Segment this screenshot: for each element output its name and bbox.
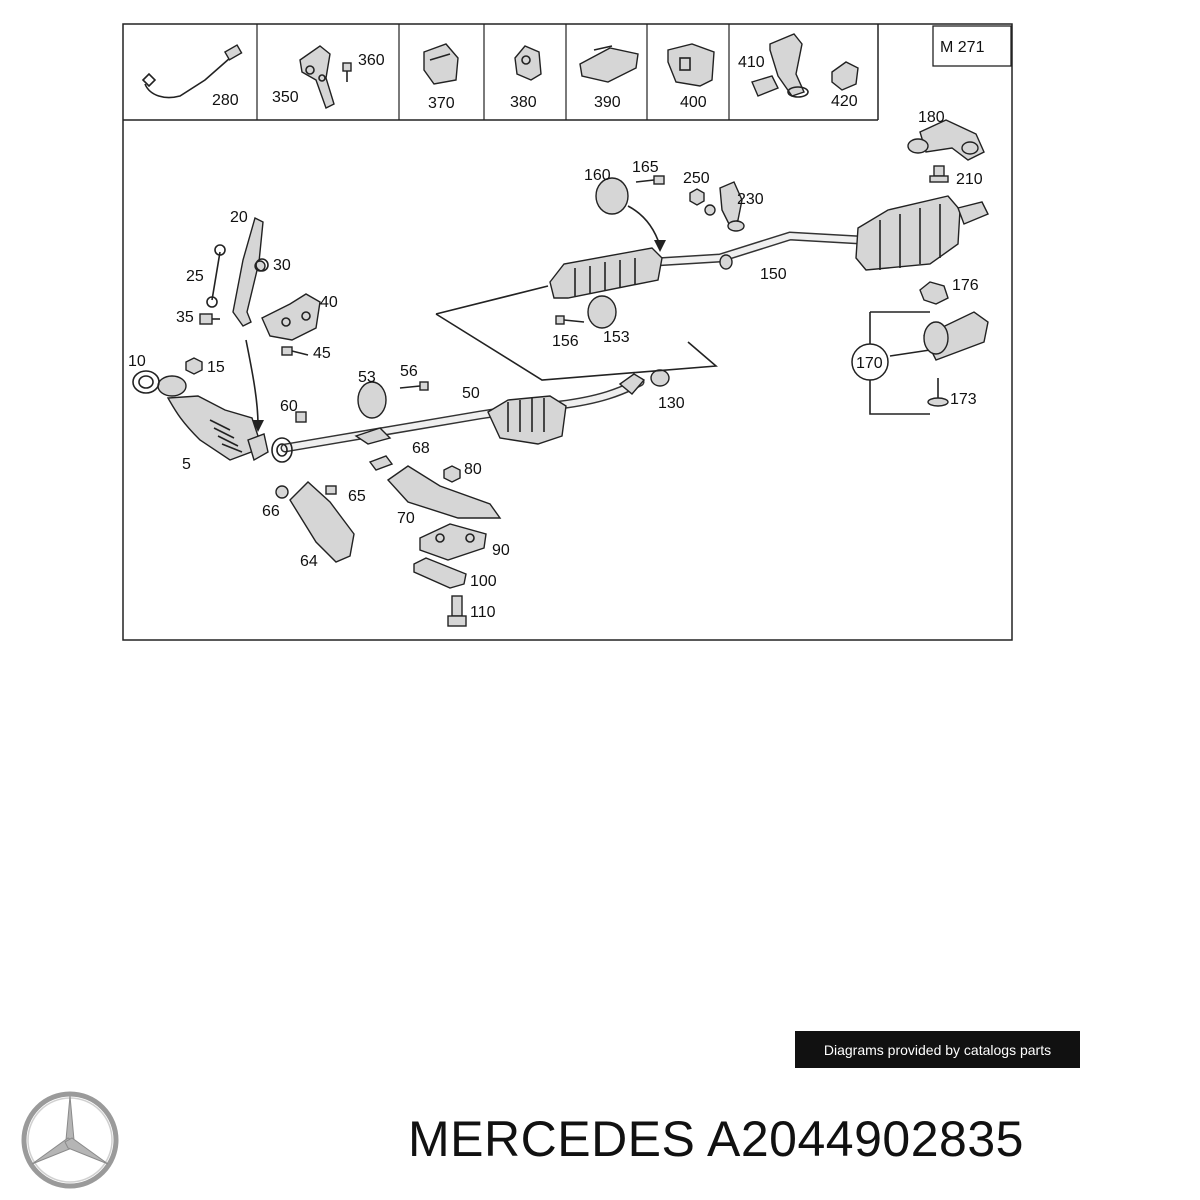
bracket-icon	[299, 45, 335, 109]
clip-icon-176	[919, 281, 949, 305]
callout-130: 130	[658, 395, 685, 412]
callout-173: 173	[950, 391, 977, 408]
engine-bracket	[261, 293, 321, 341]
watermark-text: Diagrams provided by catalogs parts	[823, 1041, 1052, 1058]
bolt-icon-156	[555, 315, 585, 325]
rubber-mount-100	[413, 557, 467, 589]
clip-icon-420	[831, 61, 859, 91]
callout-156: 156	[552, 333, 579, 350]
pointer-arrow	[245, 339, 259, 426]
legend-label-360: 360	[358, 52, 385, 69]
bolt-icon-110	[447, 595, 467, 627]
holder-icon	[667, 43, 715, 87]
legend-label-380: 380	[510, 94, 537, 111]
callout-160: 160	[584, 167, 611, 184]
callout-50: 50	[462, 385, 480, 402]
bracket-icon-410	[751, 33, 809, 98]
model-box	[932, 25, 1012, 67]
rubber-mount-160	[595, 177, 629, 215]
callout-20: 20	[230, 209, 248, 226]
legend-label-280: 280	[212, 92, 239, 109]
clamp-icon	[514, 45, 542, 81]
section-outline	[435, 285, 549, 315]
callout-70: 70	[397, 510, 415, 527]
heat-shield-64	[275, 481, 355, 563]
flange-gasket-icon	[132, 370, 160, 394]
mercedes-star-icon	[21, 1091, 119, 1189]
callout-68: 68	[412, 440, 430, 457]
callout-circle-170	[851, 343, 889, 381]
callout-30: 30	[273, 257, 291, 274]
callout-90: 90	[492, 542, 510, 559]
callout-45: 45	[313, 345, 331, 362]
callout-5: 5	[182, 456, 191, 473]
legend-strip	[123, 24, 879, 121]
watermark-banner: Diagrams provided by catalogs parts	[795, 1031, 1080, 1068]
callout-180: 180	[918, 109, 945, 126]
bracket-icon-390	[579, 45, 639, 83]
callout-210: 210	[956, 171, 983, 188]
callout-35: 35	[176, 309, 194, 326]
callout-25: 25	[186, 268, 204, 285]
screw-icon	[342, 62, 352, 82]
plate-90	[419, 523, 487, 561]
callout-165: 165	[632, 159, 659, 176]
callout-60: 60	[280, 398, 298, 415]
clamp-130	[618, 369, 670, 395]
callout-230: 230	[737, 191, 764, 208]
front-catalytic-converter	[157, 375, 269, 462]
callout-153: 153	[603, 329, 630, 346]
rubber-mount-153	[587, 295, 617, 329]
model-code: M 271	[940, 39, 985, 56]
callout-40: 40	[320, 294, 338, 311]
bolt-icon-210	[929, 165, 949, 183]
callout-65: 65	[348, 488, 366, 505]
bracket-230	[704, 181, 745, 232]
gasket-icon-60	[271, 437, 293, 463]
callout-10: 10	[128, 353, 146, 370]
callout-80: 80	[464, 461, 482, 478]
section-outline-2	[435, 313, 718, 381]
legend-label-420: 420	[831, 93, 858, 110]
callout-110: 110	[470, 604, 496, 621]
callout-64: 64	[300, 553, 318, 570]
callout-15: 15	[207, 359, 225, 376]
oxygen-sensor-icon	[141, 44, 243, 99]
legend-label-400: 400	[680, 94, 707, 111]
callout-150: 150	[760, 266, 787, 283]
pipe-clamp-150	[719, 254, 733, 270]
callout-176: 176	[952, 277, 979, 294]
legend-label-350: 350	[272, 89, 299, 106]
legend-label-410: 410	[738, 54, 765, 71]
callout-53: 53	[358, 369, 376, 386]
rear-silencer	[855, 195, 989, 271]
arrow-head-2	[654, 240, 666, 252]
screw-icon-173	[927, 378, 949, 407]
callout-250: 250	[683, 170, 710, 187]
washer-icon-30	[255, 258, 269, 272]
nut-icon	[185, 357, 203, 375]
pipe-bracket-68	[354, 427, 394, 471]
legend-label-370: 370	[428, 95, 455, 112]
legend-label-390: 390	[594, 94, 621, 111]
clip-icon	[423, 43, 459, 85]
nut-icon-250	[689, 188, 705, 206]
callout-170: 170	[856, 355, 883, 372]
center-silencer	[549, 247, 663, 299]
middle-catalytic-converter	[487, 395, 567, 445]
bolt-icon-45	[281, 346, 309, 356]
arrow-head	[252, 420, 264, 432]
hanger-180	[907, 119, 985, 161]
callout-100: 100	[470, 573, 497, 590]
callout-56: 56	[400, 363, 418, 380]
hanger-strap-70	[386, 465, 502, 519]
bolt-icon-165	[635, 175, 665, 185]
brand-part-number: MERCEDES A2044902835	[408, 1111, 1024, 1167]
rubber-mount-53	[357, 381, 387, 419]
bolt-icon-60	[295, 411, 307, 423]
callout-66: 66	[262, 503, 280, 520]
bolt-icon-56	[399, 381, 429, 391]
